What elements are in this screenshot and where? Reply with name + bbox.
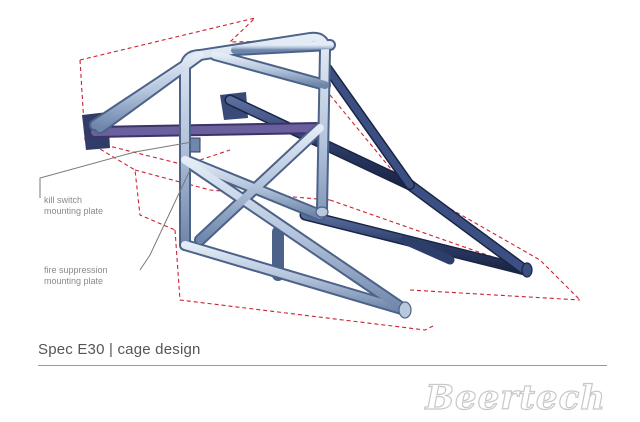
fire-suppression-label-line1: fire suppression	[44, 265, 108, 275]
fire-suppression-callout: fire suppression mounting plate	[44, 265, 108, 287]
main-hoop-tubes	[89, 31, 411, 316]
harness-bar	[89, 122, 326, 138]
kill-switch-callout: kill switch mounting plate	[44, 195, 103, 217]
caption-divider	[38, 365, 607, 366]
brand-logo: Beertech	[425, 377, 606, 418]
kill-switch-label-line1: kill switch	[44, 195, 83, 205]
figure-caption: Spec E30 | cage design	[38, 341, 201, 358]
tube-end-caps	[315, 206, 533, 319]
callout-leaders	[39, 141, 193, 271]
kill-switch-label-line2: mounting plate	[44, 206, 104, 216]
body-outline	[79, 16, 581, 331]
fire-suppression-label-line2: mounting plate	[44, 276, 104, 286]
